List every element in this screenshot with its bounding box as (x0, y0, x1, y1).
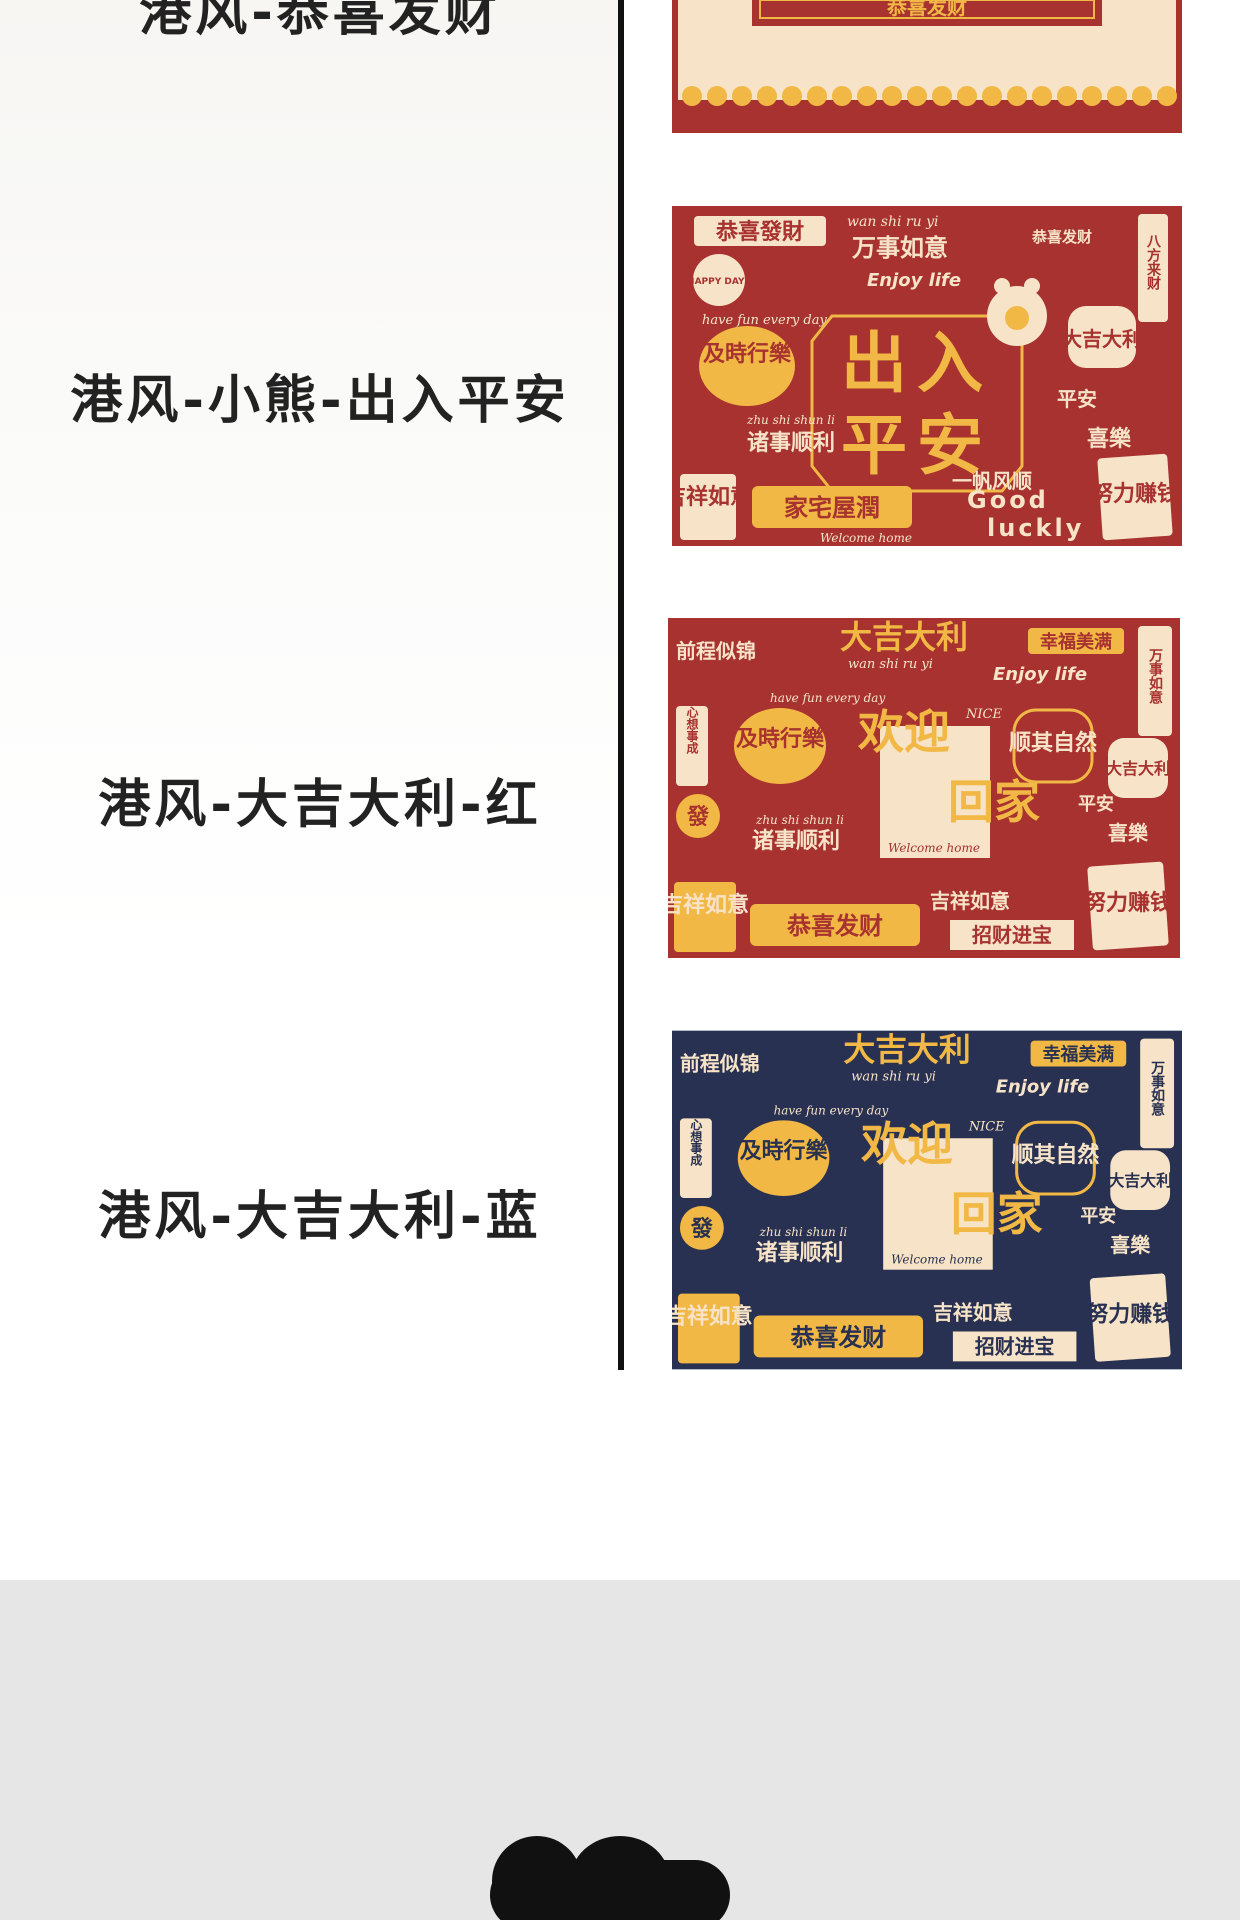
svg-text:一帆风顺: 一帆风顺 (952, 469, 1032, 493)
svg-text:欢迎: 欢迎 (857, 705, 950, 759)
card-art: 大吉大利 wan shi ru yi 前程似锦 幸福美满 Enjoy life … (672, 1031, 1182, 1370)
svg-text:招财进宝: 招财进宝 (975, 1334, 1055, 1358)
item-label: 港风-大吉大利-蓝 (98, 1187, 542, 1247)
svg-text:吉祥如意: 吉祥如意 (930, 889, 1010, 913)
svg-text:万事如意: 万事如意 (852, 234, 948, 262)
svg-text:恭喜发财: 恭喜发财 (790, 1323, 887, 1351)
product-image-daji-blue[interactable]: 大吉大利 wan shi ru yi 前程似锦 幸福美满 Enjoy life … (672, 1030, 1182, 1370)
svg-text:平安: 平安 (1078, 793, 1114, 815)
svg-text:大吉大利: 大吉大利 (843, 1031, 970, 1069)
svg-text:NICE: NICE (965, 707, 1002, 722)
svg-text:have fun every day: have fun every day (774, 1103, 889, 1117)
svg-text:诸事顺利: 诸事顺利 (747, 430, 835, 456)
svg-text:努力赚钱: 努力赚钱 (1091, 481, 1179, 507)
product-list: 港风-恭喜发财 港风-小熊-出入平安 港风-大吉大利-红 港风-大吉大利-蓝 恭… (0, 0, 1182, 1580)
svg-text:發: 發 (690, 1217, 713, 1242)
item-label: 港风-恭喜发财 (139, 0, 501, 43)
svg-text:平安: 平安 (841, 407, 993, 484)
svg-text:幸福美满: 幸福美满 (1043, 1044, 1115, 1066)
svg-text:及時行樂: 及時行樂 (736, 726, 825, 752)
svg-text:欢迎: 欢迎 (860, 1117, 953, 1171)
svg-text:顺其自然: 顺其自然 (1009, 730, 1097, 756)
product-image-daji-red[interactable]: 大吉大利 wan shi ru yi 前程似锦 幸福美满 Enjoy life … (668, 618, 1180, 958)
svg-text:zhu shi shun li: zhu shi shun li (755, 813, 844, 827)
svg-text:吉祥如意: 吉祥如意 (668, 892, 749, 918)
svg-text:Good: Good (967, 486, 1049, 514)
svg-text:大吉大利: 大吉大利 (1108, 1171, 1172, 1190)
svg-text:have fun every day: have fun every day (702, 313, 827, 328)
svg-text:發: 發 (686, 805, 709, 830)
svg-text:Welcome home: Welcome home (891, 1253, 983, 1267)
svg-text:出入: 出入 (841, 325, 993, 402)
svg-text:恭喜发财: 恭喜发财 (786, 912, 883, 940)
svg-text:NICE: NICE (968, 1119, 1005, 1134)
card-art: 恭喜发财 (672, 0, 1182, 133)
svg-text:心想事成: 心想事成 (689, 1118, 703, 1167)
svg-text:喜樂: 喜樂 (1087, 426, 1132, 452)
svg-text:恭喜发财: 恭喜发财 (1031, 228, 1092, 246)
svg-text:大吉大利: 大吉大利 (1106, 759, 1170, 778)
svg-text:吉祥如意: 吉祥如意 (672, 1304, 753, 1330)
banner-text: 恭喜发财 (886, 0, 967, 19)
svg-text:八方来财: 八方来财 (1145, 234, 1162, 291)
svg-text:喜樂: 喜樂 (1110, 1233, 1151, 1257)
tips-badge (490, 1820, 730, 1920)
svg-text:顺其自然: 顺其自然 (1012, 1142, 1100, 1168)
tips-section (0, 1580, 1240, 1920)
svg-text:及時行樂: 及時行樂 (703, 341, 792, 367)
svg-text:大吉大利: 大吉大利 (1062, 327, 1142, 351)
svg-text:吉祥如意: 吉祥如意 (933, 1301, 1013, 1325)
svg-text:have fun every day: have fun every day (770, 691, 885, 705)
product-image-gongxi[interactable]: 恭喜发财 (672, 0, 1182, 133)
svg-text:家宅屋潤: 家宅屋潤 (784, 494, 880, 522)
svg-text:zhu shi shun li: zhu shi shun li (746, 413, 835, 427)
svg-text:万事如意: 万事如意 (1149, 1061, 1166, 1118)
vertical-divider (618, 0, 624, 1370)
item-label: 港风-小熊-出入平安 (70, 371, 570, 431)
svg-text:luckly: luckly (987, 514, 1084, 542)
card-art: 大吉大利 wan shi ru yi 前程似锦 幸福美满 Enjoy life … (668, 618, 1180, 958)
svg-text:wan shi ru yi: wan shi ru yi (848, 657, 933, 672)
svg-text:万事如意: 万事如意 (1147, 648, 1164, 705)
svg-text:Welcome home: Welcome home (888, 841, 980, 855)
svg-text:大吉大利: 大吉大利 (840, 618, 968, 656)
label-column (0, 0, 620, 1580)
svg-text:心想事成: 心想事成 (685, 706, 699, 755)
svg-text:努力赚钱: 努力赚钱 (1086, 1302, 1174, 1328)
svg-text:诸事顺利: 诸事顺利 (752, 828, 840, 854)
item-label: 港风-大吉大利-红 (98, 775, 542, 835)
svg-text:平安: 平安 (1057, 387, 1097, 411)
svg-text:zhu shi shun li: zhu shi shun li (759, 1225, 848, 1239)
svg-text:幸福美满: 幸福美满 (1040, 631, 1112, 653)
svg-text:前程似锦: 前程似锦 (680, 1052, 760, 1076)
product-image-chuping[interactable]: 恭喜發財 wan shi ru yi 万事如意 Enjoy life 恭喜发财 … (672, 206, 1182, 546)
svg-text:及時行樂: 及時行樂 (740, 1138, 829, 1164)
svg-text:招财进宝: 招财进宝 (972, 923, 1052, 947)
svg-text:努力赚钱: 努力赚钱 (1084, 890, 1172, 916)
svg-text:wan shi ru yi: wan shi ru yi (847, 214, 938, 230)
svg-text:Enjoy life: Enjoy life (993, 664, 1087, 685)
svg-text:Welcome home: Welcome home (820, 531, 912, 545)
badge-bubble (490, 1860, 730, 1920)
svg-text:恭喜發財: 恭喜發財 (715, 219, 804, 245)
svg-text:回家: 回家 (948, 775, 1040, 829)
svg-text:Enjoy life: Enjoy life (867, 270, 961, 291)
svg-text:Enjoy life: Enjoy life (996, 1076, 1090, 1097)
svg-text:喜樂: 喜樂 (1108, 821, 1149, 845)
svg-text:HAPPY DAYS: HAPPY DAYS (687, 277, 751, 287)
svg-text:吉祥如意: 吉祥如意 (672, 484, 752, 510)
svg-text:回家: 回家 (951, 1187, 1043, 1241)
svg-text:诸事顺利: 诸事顺利 (756, 1240, 844, 1266)
svg-text:wan shi ru yi: wan shi ru yi (851, 1069, 936, 1084)
svg-text:平安: 平安 (1080, 1205, 1116, 1227)
svg-text:前程似锦: 前程似锦 (676, 639, 756, 663)
card-art: 恭喜發財 wan shi ru yi 万事如意 Enjoy life 恭喜发财 … (672, 206, 1182, 546)
